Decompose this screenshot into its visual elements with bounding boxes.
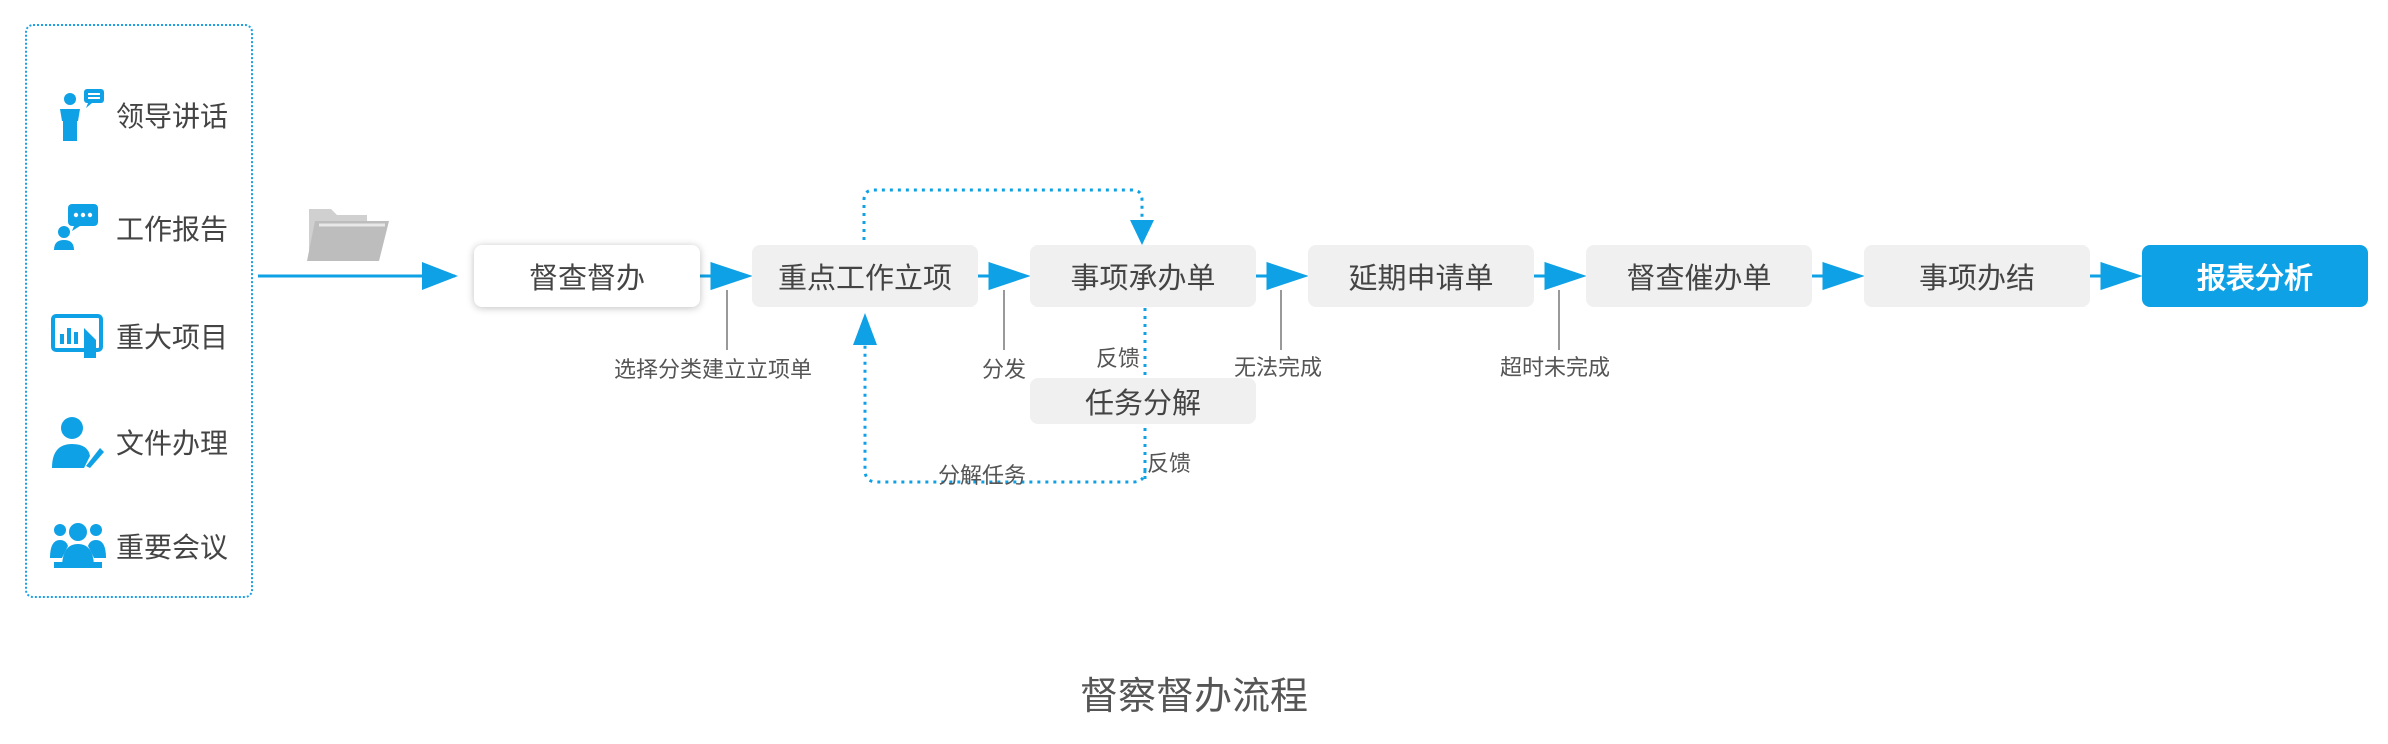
source-item: 领导讲话 bbox=[50, 85, 250, 145]
speaker-icon bbox=[60, 89, 104, 141]
project-icon bbox=[51, 314, 103, 358]
note-feedback: 反馈 bbox=[1096, 347, 1141, 372]
source-label: 领导讲话 bbox=[116, 100, 229, 133]
note-select-category: 选择分类建立立项单 bbox=[614, 358, 813, 383]
source-item: 重大项目 bbox=[50, 306, 250, 366]
step-key-work: 重点工作立项 bbox=[752, 245, 978, 307]
report-icon bbox=[54, 204, 98, 250]
note-feedback: 反馈 bbox=[1147, 452, 1192, 477]
folder-icon bbox=[307, 209, 389, 261]
source-panel bbox=[25, 24, 253, 598]
source-item: 重要会议 bbox=[50, 516, 250, 576]
source-item: 文件办理 bbox=[50, 412, 250, 472]
meeting-icon bbox=[50, 523, 106, 568]
step-extension: 延期申请单 bbox=[1308, 245, 1534, 307]
source-item: 工作报告 bbox=[50, 198, 250, 258]
step-undertake: 事项承办单 bbox=[1030, 245, 1256, 307]
source-label: 工作报告 bbox=[116, 213, 229, 246]
note-overdue: 超时未完成 bbox=[1500, 356, 1611, 381]
note-distribute: 分发 bbox=[982, 358, 1027, 383]
step-completion: 事项办结 bbox=[1864, 245, 2090, 307]
note-cannot-complete: 无法完成 bbox=[1234, 356, 1323, 381]
step-decompose: 任务分解 bbox=[1030, 378, 1256, 424]
diagram-caption: 督察督办流程 bbox=[1079, 674, 1308, 718]
step-urge: 督查催办单 bbox=[1586, 245, 1812, 307]
step-supervise: 督查督办 bbox=[474, 245, 700, 307]
source-label: 文件办理 bbox=[116, 427, 229, 460]
note-decompose-task: 分解任务 bbox=[938, 464, 1027, 489]
step-report: 报表分析 bbox=[2142, 245, 2368, 307]
document-user-icon bbox=[52, 417, 104, 468]
source-label: 重要会议 bbox=[116, 531, 229, 564]
source-label: 重大项目 bbox=[116, 321, 229, 354]
